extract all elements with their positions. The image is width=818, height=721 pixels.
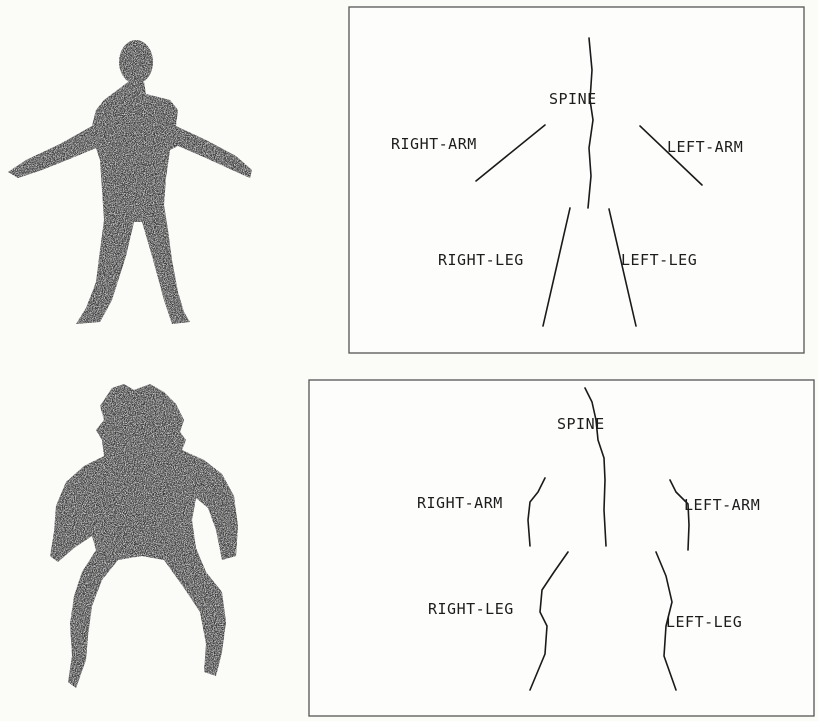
skeleton-panel-standing: SPINE RIGHT-ARM LEFT-ARM RIGHT-LEG LEFT-… bbox=[349, 7, 804, 353]
label-right-leg: RIGHT-LEG bbox=[428, 600, 514, 618]
label-right-leg: RIGHT-LEG bbox=[438, 251, 524, 269]
label-left-arm: LEFT-ARM bbox=[667, 138, 743, 156]
label-right-arm: RIGHT-ARM bbox=[391, 135, 477, 153]
label-right-arm: RIGHT-ARM bbox=[417, 494, 503, 512]
panel-frame bbox=[349, 7, 804, 353]
label-left-leg: LEFT-LEG bbox=[666, 613, 742, 631]
label-spine: SPINE bbox=[557, 415, 605, 433]
label-left-arm: LEFT-ARM bbox=[684, 496, 760, 514]
label-left-leg: LEFT-LEG bbox=[621, 251, 697, 269]
skeleton-panel-crouching: SPINE RIGHT-ARM LEFT-ARM RIGHT-LEG LEFT-… bbox=[309, 380, 814, 716]
silhouette-standing bbox=[8, 40, 252, 324]
silhouette-crouching bbox=[50, 384, 238, 688]
label-spine: SPINE bbox=[549, 90, 597, 108]
